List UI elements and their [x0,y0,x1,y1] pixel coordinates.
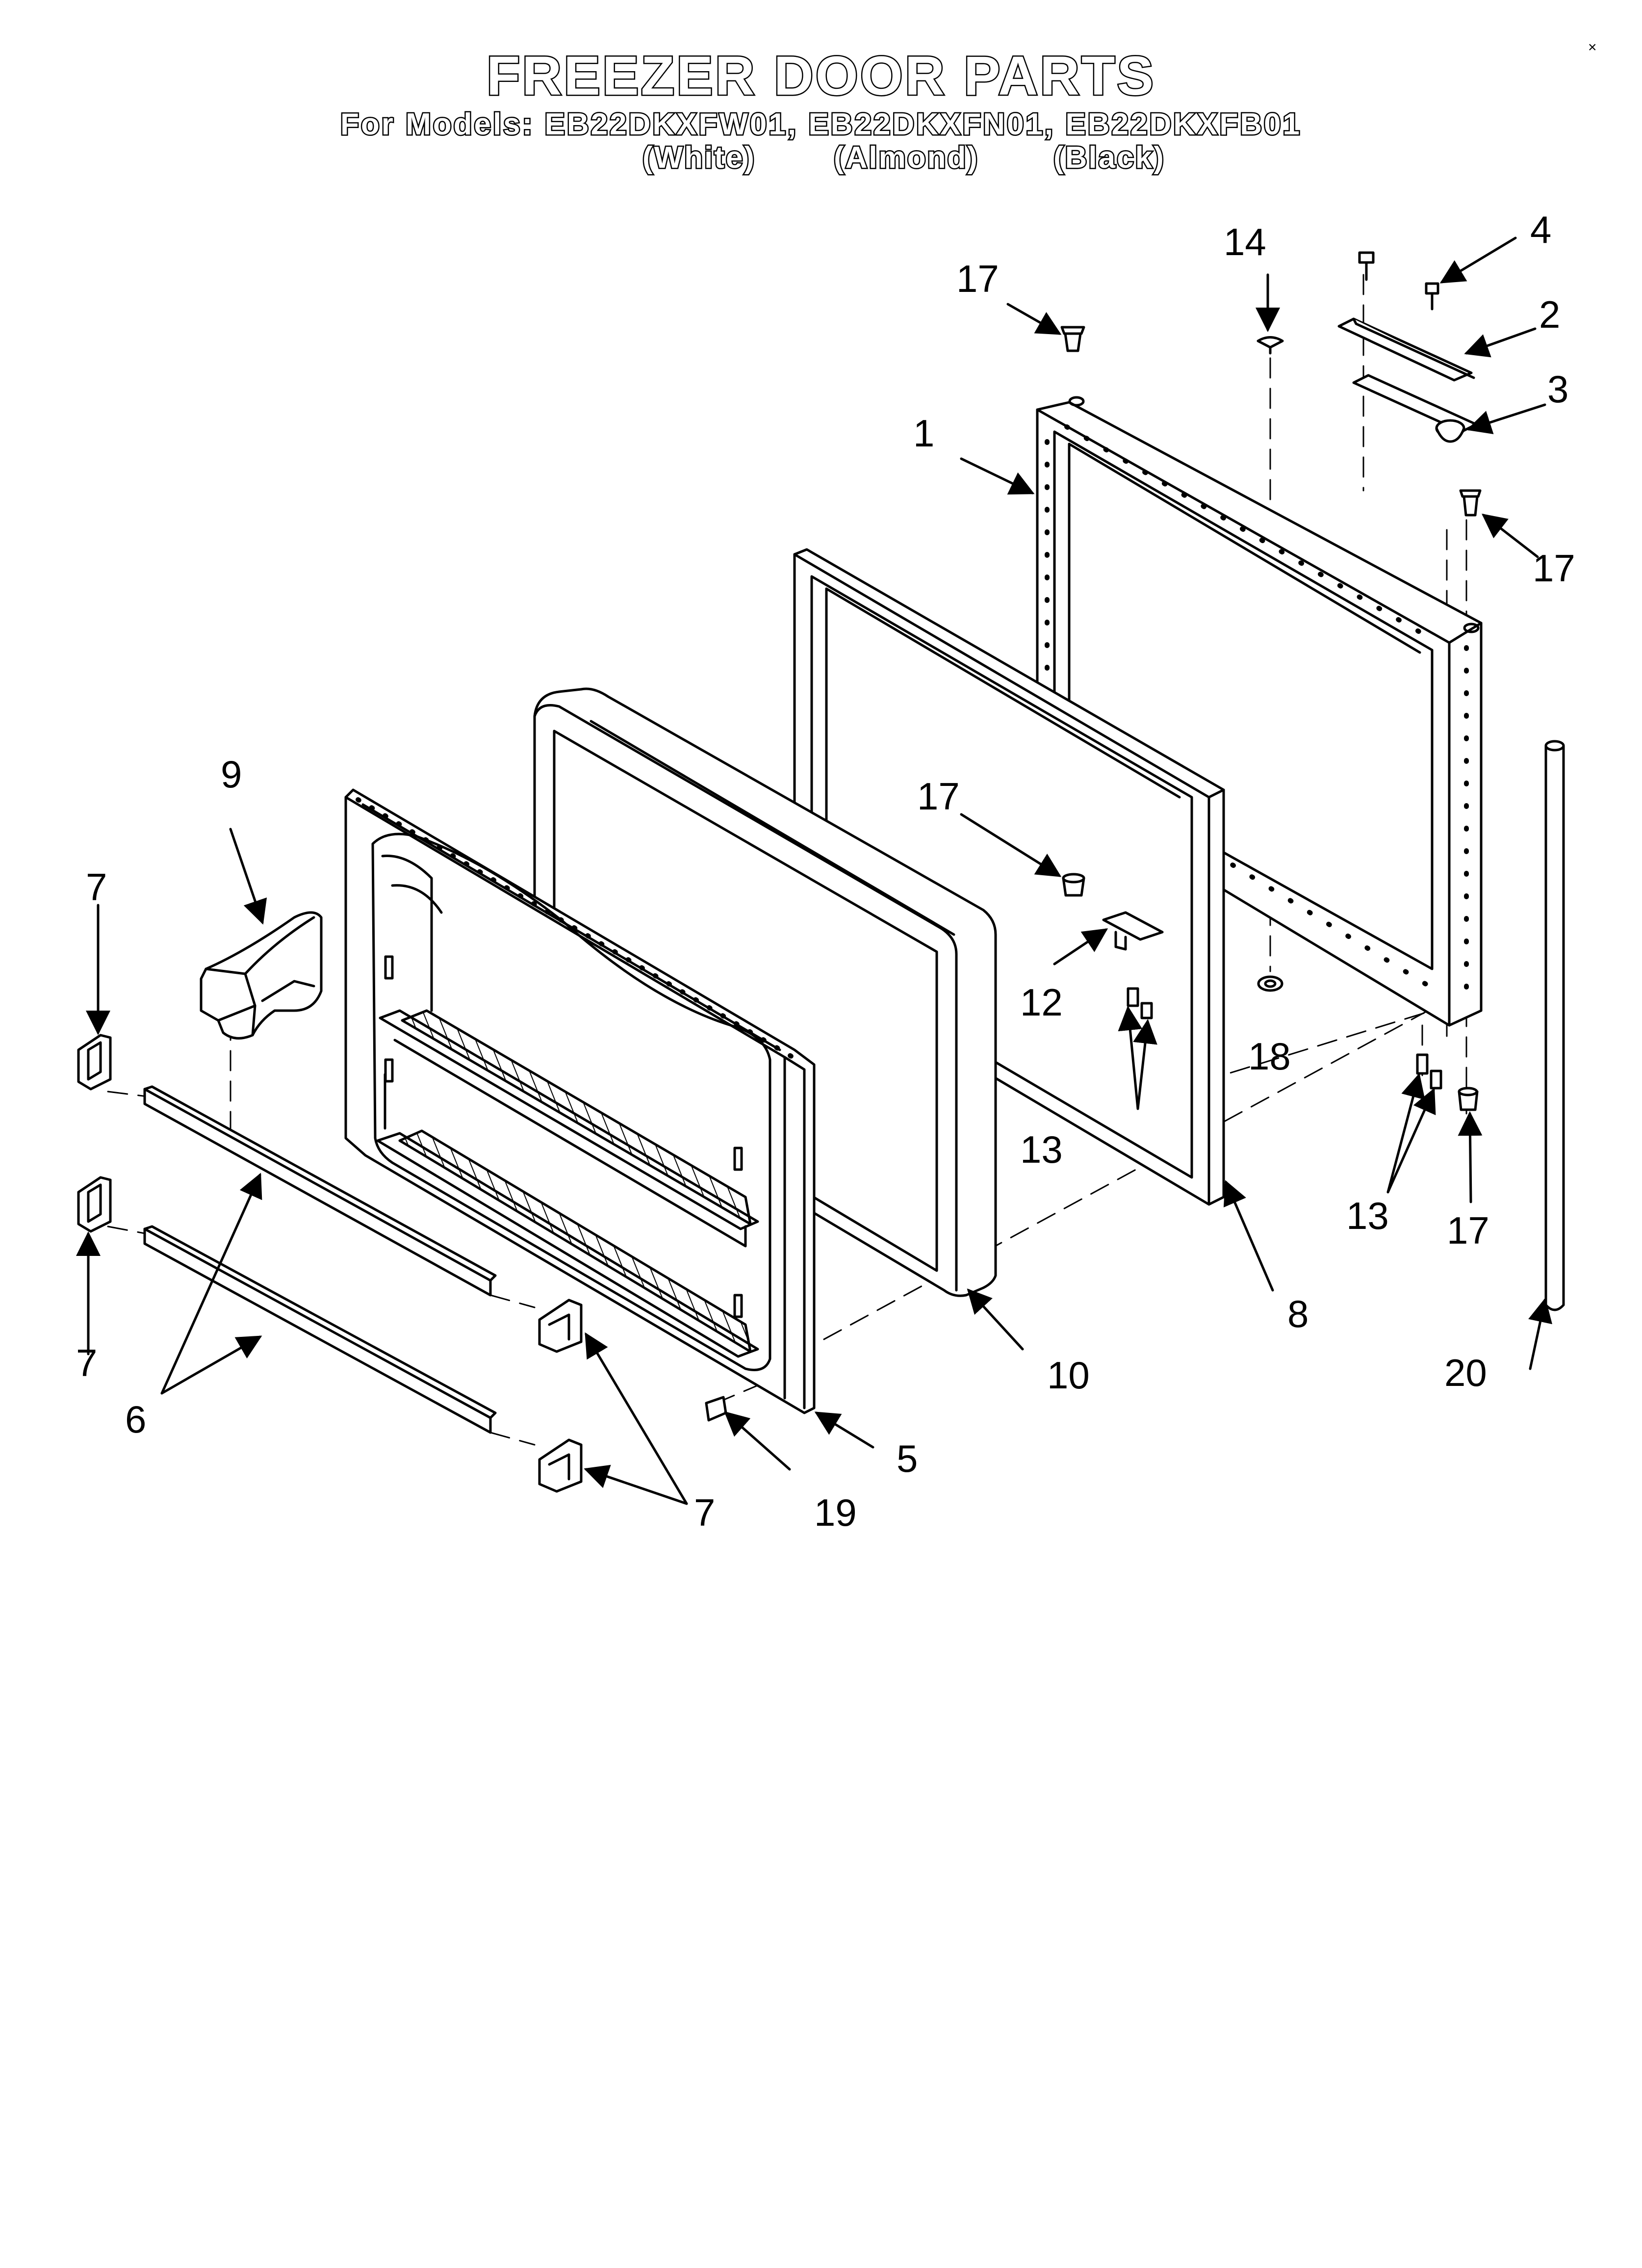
color-almond: (Almond) [832,140,979,176]
shelf-bin [200,911,323,1040]
color-white: (White) [641,140,756,176]
callout-9: 9 [221,753,242,796]
callout-13a: 13 [1020,1128,1063,1171]
callout-1: 1 [913,412,934,455]
callout-19: 19 [814,1491,857,1534]
callout-8: 8 [1287,1292,1308,1335]
callout-13b: 13 [1346,1194,1389,1237]
callout-17d: 17 [1447,1209,1489,1252]
trim-strips [143,1085,497,1434]
header: FREEZER DOOR PARTS For Models: EB22DKXFW… [0,45,1642,143]
hinge-parts [1337,251,1478,443]
callout-2: 2 [1539,293,1560,336]
leader-arrows [76,236,1553,1505]
callout-5: 5 [897,1437,918,1480]
callout-3: 3 [1547,367,1568,411]
callout-20: 20 [1444,1351,1487,1394]
callout-14: 14 [1224,220,1266,263]
callout-7b: 7 [76,1341,97,1384]
callout-7a: 7 [86,865,107,909]
end-caps [77,1034,583,1493]
callout-18: 18 [1248,1035,1291,1078]
models-line: For Models: EB22DKXFW01, EB22DKXFN01, EB… [339,106,1302,143]
callout-labels: 1 2 3 4 5 6 7 7 7 8 9 10 12 13 13 14 17 … [76,208,1575,1534]
door-tube [1544,740,1565,1311]
callout-4: 4 [1530,208,1551,251]
callout-10: 10 [1047,1354,1090,1397]
hardware [705,326,1482,1422]
callout-17a: 17 [956,257,999,300]
callout-17b: 17 [1533,547,1575,590]
door-inner-liner [344,788,816,1414]
callout-7c: 7 [694,1491,715,1534]
page-title: FREEZER DOOR PARTS [485,45,1156,106]
callout-12: 12 [1020,981,1063,1024]
page-mark: × [1588,39,1597,55]
color-black: (Black) [1052,140,1165,176]
callout-6: 6 [125,1398,146,1441]
callout-17c: 17 [917,775,960,818]
